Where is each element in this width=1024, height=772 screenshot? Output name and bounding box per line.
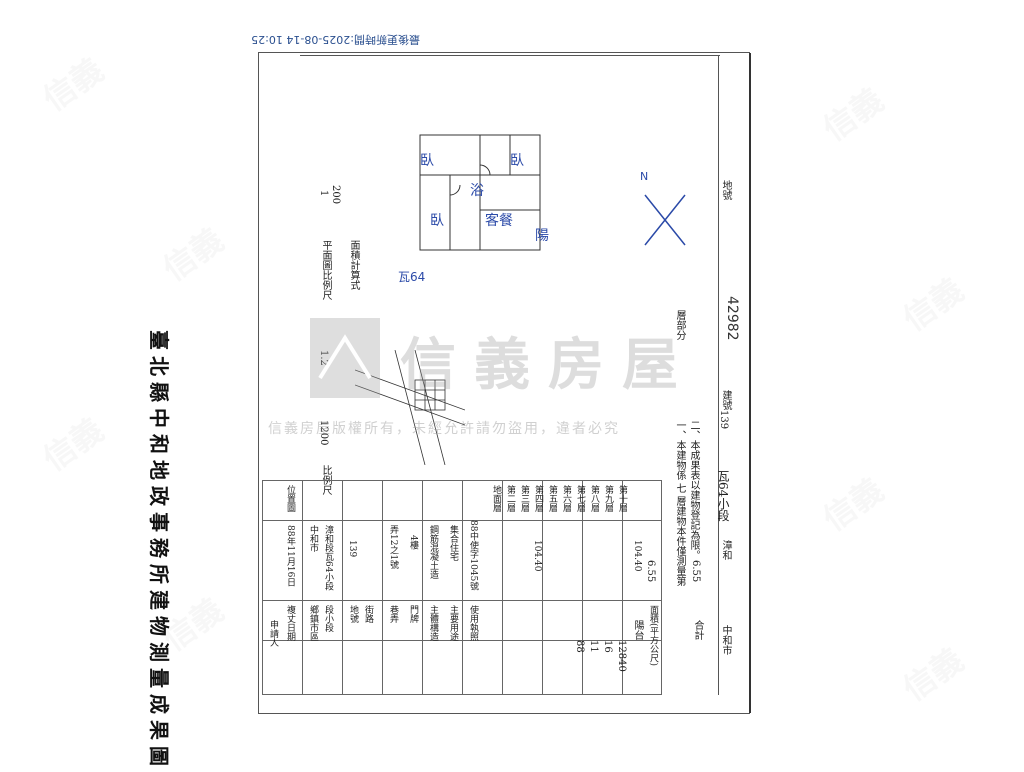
location-label: 位置圖 (285, 485, 295, 512)
north-arrow-icon (644, 194, 686, 246)
total-label: 合計 (692, 620, 703, 640)
lane-label: 巷弄 (388, 605, 398, 623)
license-label: 使用執照 (468, 605, 478, 641)
room-label-4: 臥 (430, 213, 444, 229)
room-label-5: 客餐 (485, 213, 513, 229)
copyright-notice: 信義房屋版權所有，未經允許請勿盜用，違者必究 (268, 421, 620, 437)
survey-document (258, 52, 751, 714)
note-2: 二、本成果表以建物登記為限。 (688, 420, 699, 560)
building-no-value: 42982 (724, 296, 740, 341)
usage-label: 主要用途 (448, 605, 458, 641)
floor-row-1: 地面層 (491, 485, 501, 512)
section-label: 段小段 (323, 605, 333, 632)
area-value: 104.40 (532, 540, 542, 572)
frame-line-right (718, 55, 719, 695)
plan-scale-value: 1 (318, 190, 329, 197)
brand-logo-icon (310, 318, 380, 398)
date-col-2: 11 (588, 640, 599, 653)
floor-row-9: 第九層 (603, 485, 613, 512)
applicant-label: 申請人 (268, 620, 278, 647)
area-calc-label: 面積計算式 (348, 240, 359, 290)
license-value: 88中使字1045號 (468, 520, 478, 591)
lane-value: 弄12之1號 (388, 525, 398, 570)
plan-scale-denominator: 200 (330, 185, 341, 205)
street-label: 街路 (363, 605, 373, 623)
location-map (355, 350, 465, 465)
note-3: 層部分 (674, 310, 685, 340)
floor-row-10: 第十層 (617, 485, 627, 512)
scale-value: 1200 (318, 420, 329, 446)
room-label-6: 陽 (535, 228, 549, 244)
serial-value: 1.2 (318, 350, 329, 366)
township-label: 鄉鎮市區 (308, 605, 318, 641)
district-foot: 中和市 (720, 625, 731, 655)
floor-row-8: 第八層 (589, 485, 599, 512)
plan-scale-label: 平面圖比例尺 (320, 240, 331, 300)
land-label: 地號 (348, 605, 358, 623)
door-label: 門牌 (408, 605, 418, 623)
room-label-3: 浴 (470, 183, 484, 199)
land-no-value: 139 (718, 410, 729, 430)
floor-row-5: 第五層 (547, 485, 557, 512)
land-value: 139 (347, 540, 357, 558)
land-no-label: 地號 (720, 180, 731, 200)
room-label-1: 臥 (420, 153, 434, 169)
balcony-value: 6.55 (645, 560, 656, 583)
section-value: 瓦64小段 (716, 470, 730, 522)
area-label: 面積(平方公尺) (648, 605, 658, 667)
balcony-total: 6.55 (690, 560, 701, 583)
total-area-value: 104.40 (632, 540, 642, 572)
date-col-4: 12840 (616, 640, 627, 672)
floor-row-7: 第七層 (575, 485, 585, 512)
north-label: N (640, 170, 649, 183)
note-1: 一、本建物係 七 層建物本件僅測量第 (674, 420, 685, 587)
balcony-label: 陽台 (632, 620, 643, 640)
brand-watermark: 信義房屋 (400, 333, 696, 398)
structure-value: 鋼筋混凝土造 (428, 525, 438, 579)
building-no-label: 建號 (720, 390, 731, 410)
survey-data-table: 申請人 複丈日期 88年11月16日 位置圖 鄉鎮市區 中和市 段小段 漳和段瓦… (262, 480, 662, 695)
survey-date-value: 88年11月16日 (285, 525, 295, 587)
survey-date-label: 複丈日期 (285, 605, 295, 641)
floor-row-4: 第四層 (533, 485, 543, 512)
room-label-2: 臥 (510, 153, 524, 169)
usage-value: 集合住宅 (448, 525, 458, 561)
floor-plan-drawing (419, 134, 541, 251)
section-foot: 漳和 (720, 540, 731, 560)
floor-row-6: 第六層 (561, 485, 571, 512)
document-title: 臺北縣中和地政事務所建物測量成果圖 (147, 330, 171, 772)
township-value: 中和市 (308, 525, 318, 552)
floor-row-3: 第三層 (519, 485, 529, 512)
frame-line (300, 55, 720, 56)
date-col-3: 16 (602, 640, 613, 653)
date-col-1: 88 (574, 640, 585, 653)
floor-value: 4樓 (408, 535, 418, 550)
structure-label: 主體構造 (428, 605, 438, 641)
section-full-value: 漳和段瓦64小段 (323, 525, 333, 591)
last-updated-timestamp: 最後更新時間:2025-08-14 10:25 (251, 33, 420, 46)
floor-row-2: 第二層 (505, 485, 515, 512)
section-mark: 瓦64 (398, 270, 426, 284)
